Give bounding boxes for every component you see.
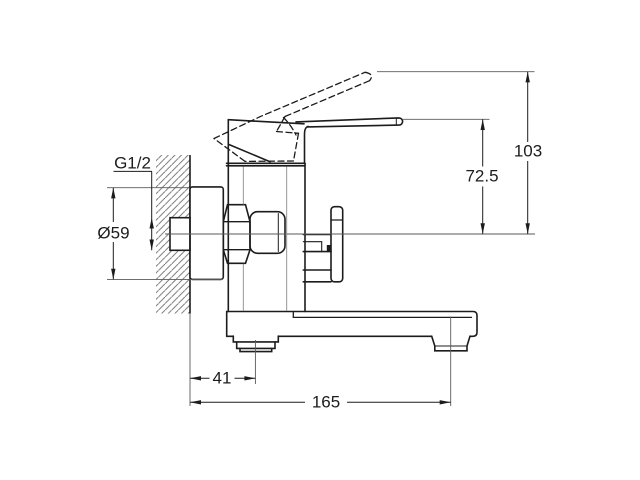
shower-outlet-tier3 (239, 347, 273, 353)
spout-block-outline (225, 310, 478, 338)
union-sleeve (249, 210, 286, 255)
hook-lower-arm-fill (303, 270, 331, 282)
arrow-dia59-up (111, 187, 116, 199)
arrow-725-down (480, 223, 485, 234)
escutcheon-fill (190, 186, 224, 280)
ghost-lever-bottom-edge (284, 80, 371, 118)
ghost-base-shoulder (275, 130, 300, 134)
arrow-103-up (525, 71, 530, 83)
handle-base-chamfer (227, 143, 271, 163)
shower-outlet-tier2 (235, 341, 276, 350)
thread-size-label: G1/2 (114, 154, 151, 173)
outlet-offset-label: 41 (213, 369, 232, 388)
arrow-41-right (244, 376, 256, 381)
hex-nut (222, 203, 251, 265)
handle-ghost-raised (213, 71, 373, 163)
handle-base-fill (228, 119, 305, 164)
arrow-725-up (480, 119, 485, 130)
spout-reach-label: 165 (312, 393, 340, 412)
hook-bar (330, 205, 344, 283)
ghost-base-left-edge (213, 137, 246, 163)
flange-diameter-label: Ø59 (97, 224, 129, 243)
spout-block-fill (226, 311, 477, 337)
reference-lines (107, 71, 535, 406)
ghost-base-right-edge (292, 132, 300, 162)
arrow-165-right (439, 400, 451, 405)
union-sleeve-fill (250, 211, 285, 254)
hook-upper-arm-fill (303, 234, 331, 252)
arrow-dia59-down (111, 268, 116, 280)
arrow-41-left (190, 376, 201, 381)
dimension-arrowheads (111, 71, 530, 405)
arrow-103-down (525, 223, 530, 234)
ghost-lever-tip-arc (364, 71, 373, 82)
lever-neck-fillet (303, 125, 309, 165)
lever-height-label: 72.5 (465, 167, 498, 186)
handle-base-top-edge (227, 118, 305, 125)
arrow-g12-up (149, 217, 154, 229)
handle-lever-fill (296, 117, 402, 127)
hook-clip-detail (326, 245, 331, 252)
total-height-label: 103 (514, 142, 542, 161)
hook-bar-fill (331, 206, 343, 282)
dimension-labels: G1/2 Ø59 72.5 103 41 165 (97, 142, 542, 412)
lever-blade-outline (295, 117, 404, 128)
arrow-g12-down (149, 239, 154, 251)
ghost-lever-top-edge (213, 71, 366, 140)
arrow-165-left (190, 400, 201, 405)
ghost-base-edge (275, 115, 286, 133)
